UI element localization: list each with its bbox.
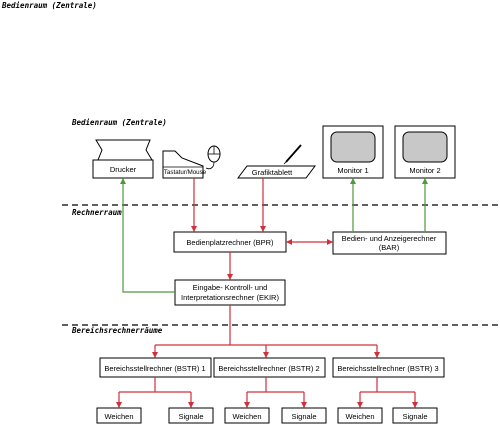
- bstr2-weichen-box: [224, 407, 270, 424]
- printer-label: Drucker: [110, 165, 137, 174]
- bstr1-weichen-label: Weichen: [104, 412, 133, 421]
- monitor2-label: Monitor 2: [409, 166, 440, 175]
- bstr2-signale-label: Signale: [291, 412, 316, 421]
- bstr3-label: Bereichsstellrechner (BSTR) 3: [337, 364, 438, 373]
- pen-icon: [285, 144, 302, 163]
- bstr2-group: Bereichsstellrechner (BSTR) 2 Weichen Si…: [213, 357, 327, 424]
- keyboard-label: Tastatur/Mouse: [164, 169, 207, 176]
- page-title: Bedienraum (Zentrale): [1, 1, 97, 10]
- bstr1-group: Bereichsstellrechner (BSTR) 1 Weichen Si…: [96, 357, 214, 424]
- bar-box: [332, 231, 447, 255]
- bstr2-box: [213, 357, 326, 378]
- bstr3-weichen-label: Weichen: [345, 412, 374, 421]
- bpr-label: Bedienplatzrechner (BPR): [186, 238, 274, 247]
- section-bereichsrechnerraeume: Bereichsrechnerräume: [71, 326, 163, 335]
- bstr3-signale-box: [392, 407, 438, 424]
- monitor2-screen: [402, 131, 448, 163]
- bar-label-line2: (BAR): [379, 243, 400, 252]
- bstr3-signale-label: Signale: [402, 412, 427, 421]
- bstr3-group: Bereichsstellrechner (BSTR) 3 Weichen Si…: [332, 357, 445, 424]
- printer-device: Drucker: [92, 139, 154, 179]
- ekir-box: [174, 279, 286, 306]
- ekir-label-line2: Interpretationsrechner (EKIR): [181, 293, 279, 302]
- keyboard-icon: [162, 150, 204, 179]
- bstr1-weichen-box: [96, 407, 142, 424]
- keyboard-mouse-device: Tastatur/Mouse: [162, 145, 221, 179]
- tablet-icon: [237, 165, 316, 179]
- monitor2-device: Monitor 2: [394, 125, 456, 179]
- section-rechnerraum: Rechnerraum: [72, 208, 122, 217]
- bstr2-weichen-label: Weichen: [232, 412, 261, 421]
- arrow-ekir-printer: [120, 178, 175, 293]
- monitor1-screen: [330, 131, 376, 163]
- ekir-label-line1: Eingabe- Kontroll- und: [193, 283, 268, 292]
- bstr1-signale-box: [168, 407, 214, 424]
- monitor1-label: Monitor 1: [337, 166, 368, 175]
- bstr3-box: [332, 357, 445, 378]
- bstr2-signale-box: [281, 407, 327, 424]
- section-bedienraum: Bedienraum (Zentrale): [71, 118, 167, 127]
- bstr3-weichen-box: [337, 407, 383, 424]
- tablet-device: Grafiktablett: [237, 144, 316, 179]
- bstr1-signale-label: Signale: [178, 412, 203, 421]
- monitor1-device: Monitor 1: [322, 125, 384, 179]
- tablet-label: Grafiktablett: [252, 168, 293, 177]
- bstr2-label: Bereichsstellrechner (BSTR) 2: [218, 364, 319, 373]
- printer-icon: [95, 139, 153, 161]
- bar-label-line1: Bedien- und Anzeigerechner: [342, 234, 437, 243]
- bstr1-label: Bereichsstellrechner (BSTR) 1: [104, 364, 205, 373]
